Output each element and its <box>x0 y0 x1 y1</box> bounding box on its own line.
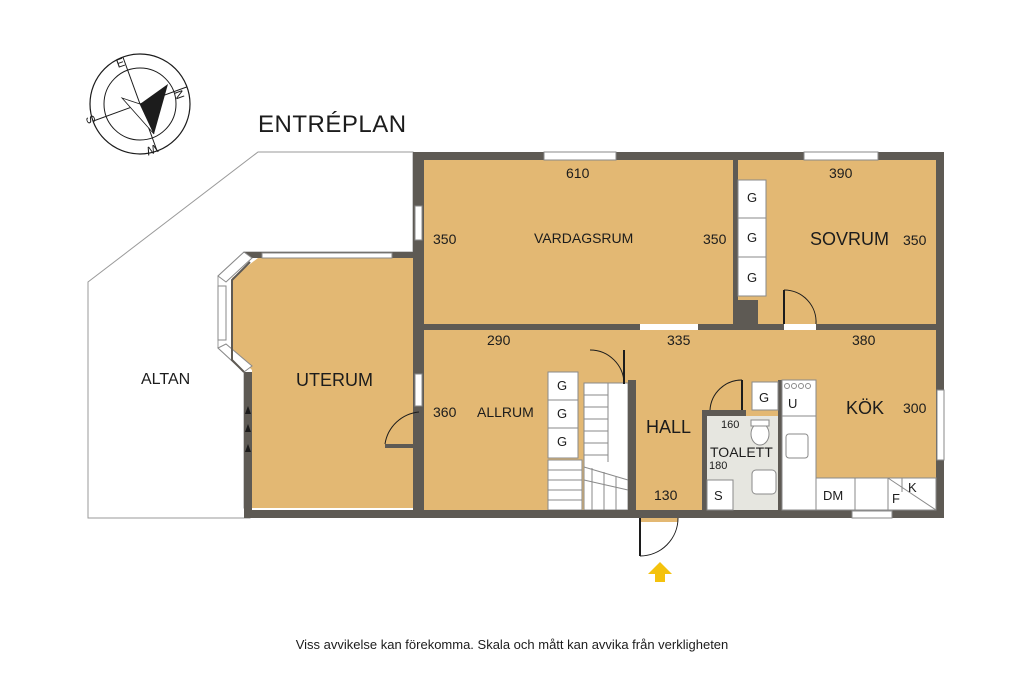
staircase <box>547 382 629 511</box>
window-vardagsrum-west <box>414 205 423 241</box>
window-vardagsrum <box>543 151 617 161</box>
window-uterum-bay <box>217 251 253 283</box>
compass-w: W <box>144 141 160 158</box>
dim-sovrum-right: 350 <box>903 232 927 248</box>
windows <box>217 151 945 519</box>
wardrobe-label-6: G <box>557 434 568 449</box>
room-label-vardagsrum: VARDAGSRUM <box>534 230 634 246</box>
dim-toalett-height: 180 <box>709 460 728 472</box>
disclaimer-text: Viss avvikelse kan förekomma. Skala och … <box>295 637 729 652</box>
dim-vardagsrum-width: 610 <box>566 165 590 181</box>
window-sovrum <box>803 151 879 161</box>
room-label-uterum: UTERUM <box>296 370 373 390</box>
compass-icon: N E S W <box>83 53 191 158</box>
hall-floor <box>636 330 702 510</box>
stove-icon <box>784 383 811 389</box>
sovrum-floor <box>738 160 936 324</box>
dim-kok-height: 300 <box>903 400 927 416</box>
dim-allrum-height: 360 <box>433 404 457 420</box>
room-label-toalett: TOALETT <box>710 444 773 460</box>
window-uterum-north <box>261 252 393 259</box>
dim-hall-bottom: 130 <box>654 487 678 503</box>
dim-sovrum-width: 390 <box>829 165 853 181</box>
kitchen-counter <box>781 379 937 511</box>
room-label-altan: ALTAN <box>141 371 191 388</box>
doors <box>384 289 817 557</box>
uterum-bay-wall <box>231 261 251 373</box>
wardrobe-label-4: G <box>557 378 568 393</box>
entrance-arrow-icon <box>648 562 672 582</box>
room-label-kok: KÖK <box>846 398 885 418</box>
wardrobe-label-3: G <box>747 270 758 285</box>
shower-label: S <box>714 488 723 503</box>
wardrobes <box>547 179 779 459</box>
dim-toalett-width: 160 <box>721 419 740 431</box>
dim-vardagsrum-right: 350 <box>703 231 727 247</box>
uterum-door-arrows <box>245 406 251 452</box>
uterum-floor <box>232 258 413 508</box>
dim-allrum-width: 290 <box>487 332 511 348</box>
room-label-allrum: ALLRUM <box>477 404 534 420</box>
room-label-hall: HALL <box>646 417 692 437</box>
laundry-label: U <box>788 396 798 411</box>
wardrobe-label-7: G <box>759 390 770 405</box>
fridge-label: F <box>892 491 900 506</box>
wardrobe-label-2: G <box>747 230 758 245</box>
toilet-fixtures <box>706 419 777 511</box>
window-uterum-east <box>414 373 423 407</box>
freezer-label: K <box>908 480 917 495</box>
window-uterum-west <box>217 285 227 341</box>
wardrobe-label-1: G <box>747 190 758 205</box>
vardagsrum-floor <box>424 160 734 324</box>
dim-hall-width: 335 <box>667 332 691 348</box>
dishwasher-label: DM <box>823 488 844 503</box>
window-kok <box>936 389 945 461</box>
wardrobe-label-5: G <box>557 406 568 421</box>
window-kok-south <box>851 510 893 519</box>
room-label-sovrum: SOVRUM <box>810 229 890 249</box>
dim-kok-width: 380 <box>852 332 876 348</box>
plan-title: ENTRÉPLAN <box>258 111 407 138</box>
dim-vardagsrum-left: 350 <box>433 231 457 247</box>
